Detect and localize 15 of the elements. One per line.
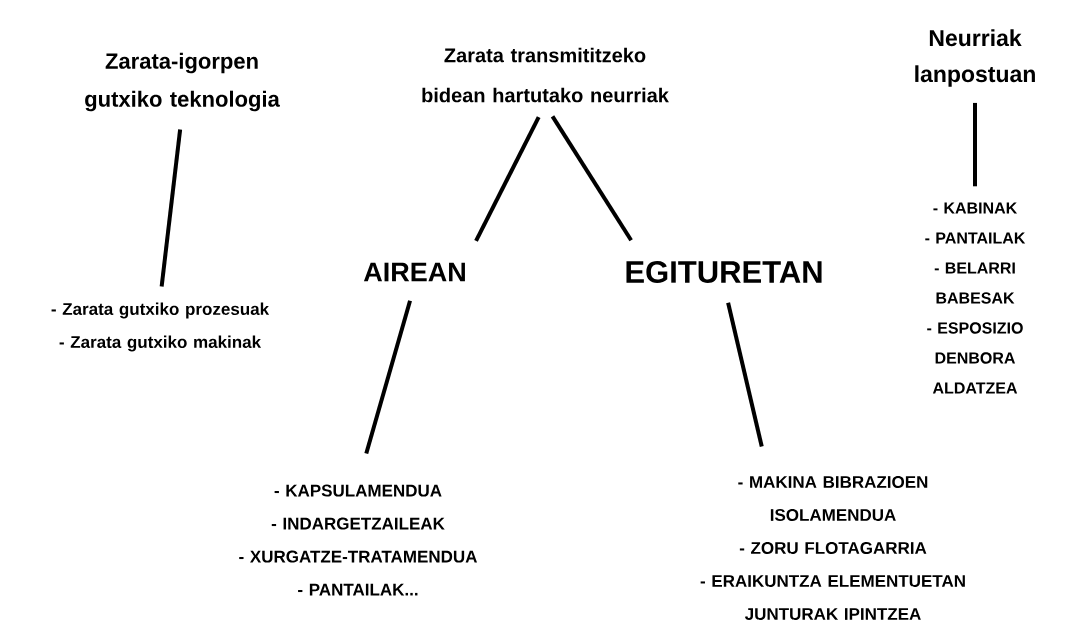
heading: Zarata transmititzeko bidean hartutako neurriak: [422, 47, 669, 103]
connector-line: [474, 116, 541, 242]
connector-line: [550, 115, 633, 242]
list-text: - Zarata gutxiko prozesuak - Zarata gutxiko makinak: [51, 302, 270, 352]
connector-line: [364, 300, 412, 455]
list-text: - MAKINA BIBRAZIOEN ISOLAMENDUA - ZORU FLOTAGARRIA - ERAIKUNTZA ELEMENTUETAN JUNTURAK IPINTZEA: [700, 476, 965, 621]
list-text: - KABINAK - PANTAILAK - BELARRI BABESAK - ESPOSIZIO DENBORA ALDATZEA: [925, 202, 1026, 394]
connector-line: [726, 302, 764, 447]
category-label: AIREAN: [363, 262, 465, 282]
category-label: EGITURETAN: [626, 261, 822, 283]
connector-line: [973, 102, 977, 187]
list-text: - KAPSULAMENDUA - INDARGETZAILEAK - XURGATZE-TRATAMENDUA - PANTAILAK...: [239, 484, 477, 596]
heading: Neurriak lanpostuan: [915, 29, 1035, 87]
heading: Zarata-igorpen gutxiko teknologia: [85, 52, 280, 112]
connector-line: [159, 129, 183, 287]
